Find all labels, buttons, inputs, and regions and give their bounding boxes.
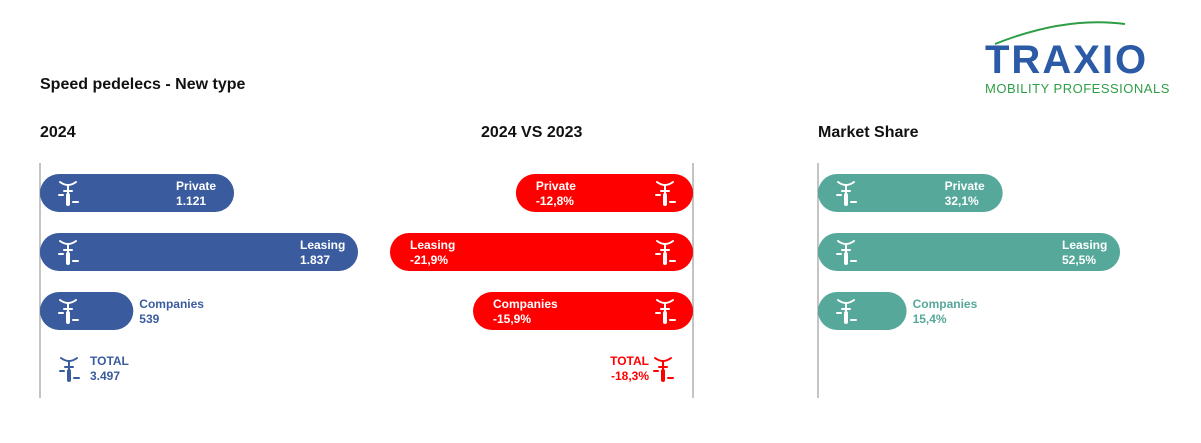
total-value: 3.497 <box>90 369 120 383</box>
bar-value-label: 15,4% <box>913 312 947 326</box>
panel-title-market-share: Market Share <box>818 124 919 141</box>
total-label: TOTAL <box>610 354 649 368</box>
speed-pedelec-icon <box>58 299 79 324</box>
speed-pedelec-icon <box>836 299 857 324</box>
bar-private <box>515 174 693 212</box>
bar-private <box>818 174 1003 212</box>
bar-companies <box>40 292 134 330</box>
panel-title-2024-vs-2023: 2024 VS 2023 <box>481 124 583 141</box>
total-value: -18,3% <box>611 369 649 383</box>
bar-category-label: Leasing <box>410 238 455 252</box>
panel-title-2024: 2024 <box>40 124 76 141</box>
logo-swoosh <box>994 21 1126 45</box>
bar-category-label: Companies <box>913 297 978 311</box>
speed-pedelec-icon <box>58 181 79 206</box>
bar-category-label: Companies <box>139 297 204 311</box>
speed-pedelec-icon <box>653 357 674 382</box>
bar-value-label: -15,9% <box>493 312 531 326</box>
speed-pedelec-icon <box>59 357 80 382</box>
bar-value-label: 1.121 <box>176 194 206 208</box>
traxio-logo: TRAXIO MOBILITY PROFESSIONALS <box>985 18 1180 100</box>
bar-companies <box>473 292 693 330</box>
speed-pedelec-icon <box>655 299 676 324</box>
logo-wordmark: TRAXIO <box>985 38 1149 82</box>
bar-value-label: -21,9% <box>410 253 448 267</box>
speed-pedelec-icon <box>655 181 676 206</box>
speed-pedelec-icon <box>836 181 857 206</box>
bar-category-label: Private <box>945 179 985 193</box>
bar-leasing <box>818 233 1120 271</box>
logo-tagline: MOBILITY PROFESSIONALS <box>985 81 1170 96</box>
bar-private <box>40 174 235 212</box>
bar-leasing <box>390 233 693 271</box>
speed-pedelec-icon <box>58 240 79 265</box>
bar-category-label: Leasing <box>300 238 345 252</box>
bar-category-label: Leasing <box>1062 238 1107 252</box>
speed-pedelec-icon <box>655 240 676 265</box>
bar-category-label: Private <box>176 179 216 193</box>
page-title: Speed pedelecs - New type <box>40 76 246 93</box>
bar-value-label: 1.837 <box>300 253 330 267</box>
bar-category-label: Private <box>536 179 576 193</box>
bar-value-label: 539 <box>139 312 159 326</box>
bar-leasing <box>40 233 358 271</box>
speed-pedelec-icon <box>836 240 857 265</box>
total-label: TOTAL <box>90 354 129 368</box>
bar-value-label: 32,1% <box>945 194 979 208</box>
bar-companies <box>818 292 907 330</box>
bar-category-label: Companies <box>493 297 558 311</box>
bar-value-label: 52,5% <box>1062 253 1096 267</box>
bar-value-label: -12,8% <box>536 194 574 208</box>
